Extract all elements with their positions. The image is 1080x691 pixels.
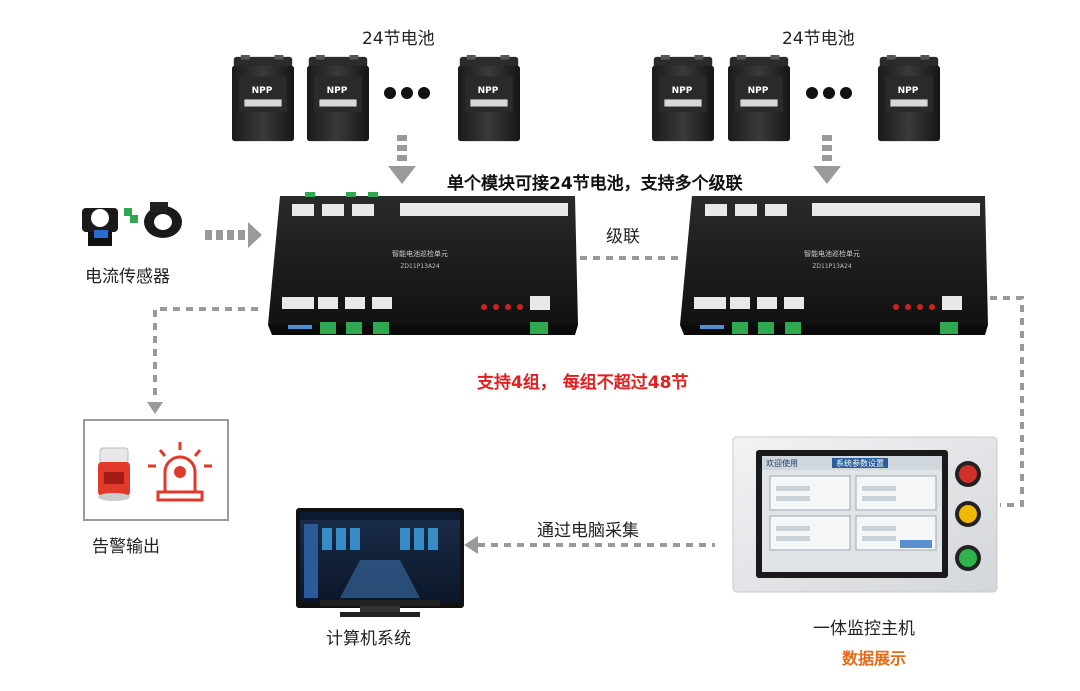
battery-brand-text: NPP [252,86,273,96]
cascade-label: 级联 [606,227,640,247]
current-sensor-icon [82,202,182,246]
module-title-left: 智能电池巡检单元 [392,249,448,258]
computer-monitor [296,508,464,617]
right-arrow-sensor [205,222,262,248]
battery-left-1: NPP [232,55,294,142]
battery-brand-text: NPP [748,86,769,96]
alarm-output-label: 告警输出 [92,537,160,557]
battery-brand-text: NPP [898,86,919,96]
battery-group-title-right: 24节电池 [782,29,855,49]
battery-brand-text: NPP [327,86,348,96]
down-arrow-right [813,135,841,184]
host-connector-line [990,296,1024,507]
alarm-arrow-head [147,402,163,414]
status-lights [955,461,981,571]
battery-right-2: NPP [728,55,790,142]
group-limit-caption: 支持4组， 每组不超过48节 [477,373,689,393]
battery-brand-text: NPP [672,86,693,96]
module-model-right: ZD11P13A24 [812,263,852,270]
host-device: 欢迎使用 系统参数设置 [732,436,998,593]
battery-group-title-left: 24节电池 [362,29,435,49]
ellipsis-left [384,87,430,99]
computer-system-label: 计算机系统 [326,629,411,649]
down-arrow-left [388,135,416,184]
hmi-title-text: 系统参数设置 [836,458,884,468]
alarm-output-box [83,419,229,521]
module-title-right: 智能电池巡检单元 [804,249,860,258]
ellipsis-right [806,87,852,99]
inspection-module-right: 智能电池巡检单元 ZD11P13A24 [680,196,988,335]
pc-arrow-head [464,536,478,554]
alarm-connector-line [153,307,258,400]
module-caption: 单个模块可接24节电池，支持多个级联 [447,174,743,194]
battery-right-3: NPP [878,55,940,142]
battery-left-2: NPP [307,55,369,142]
battery-right-1: NPP [652,55,714,142]
inspection-module-left: 智能电池巡检单元 ZD11P13A24 [268,192,578,335]
host-label: 一体监控主机 [813,619,915,639]
hmi-welcome-text: 欢迎使用 [766,458,798,468]
pc-collect-label: 通过电脑采集 [537,521,639,541]
battery-brand-text: NPP [478,86,499,96]
alarm-light-icon [148,442,212,502]
siren-icon [98,447,130,501]
battery-left-3: NPP [458,55,520,142]
module-model-left: ZD11P13A24 [400,263,440,270]
current-sensor-label: 电流传感器 [85,267,170,287]
host-sub-label: 数据展示 [842,649,907,668]
